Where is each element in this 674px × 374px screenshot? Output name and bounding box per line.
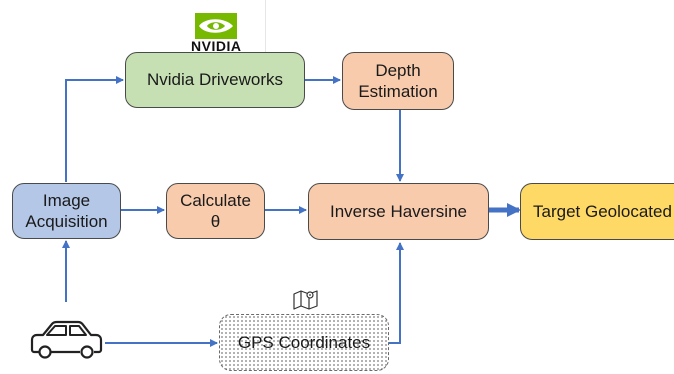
map-icon: [293, 290, 318, 310]
node-target-geolocated: Target Geolocated: [520, 183, 674, 240]
node-gps-coordinates: GPS Coordinates: [219, 314, 389, 371]
node-depth-estimation: Depth Estimation: [342, 52, 454, 110]
car-icon: [30, 320, 103, 359]
node-nvidia-driveworks: Nvidia Driveworks: [125, 52, 305, 108]
node-calculate-theta: Calculate θ: [166, 183, 265, 239]
node-inverse-haversine: Inverse Haversine: [308, 183, 489, 240]
nvidia-logo-text: NVIDIA: [191, 38, 242, 54]
divider-line: [265, 0, 266, 52]
edge-acquisition-to-driveworks: [65, 76, 124, 182]
edge-gps-to-haversine: [389, 242, 404, 344]
node-image-acquisition: Image Acquisition: [12, 183, 121, 239]
nvidia-logo-icon: [195, 13, 237, 39]
